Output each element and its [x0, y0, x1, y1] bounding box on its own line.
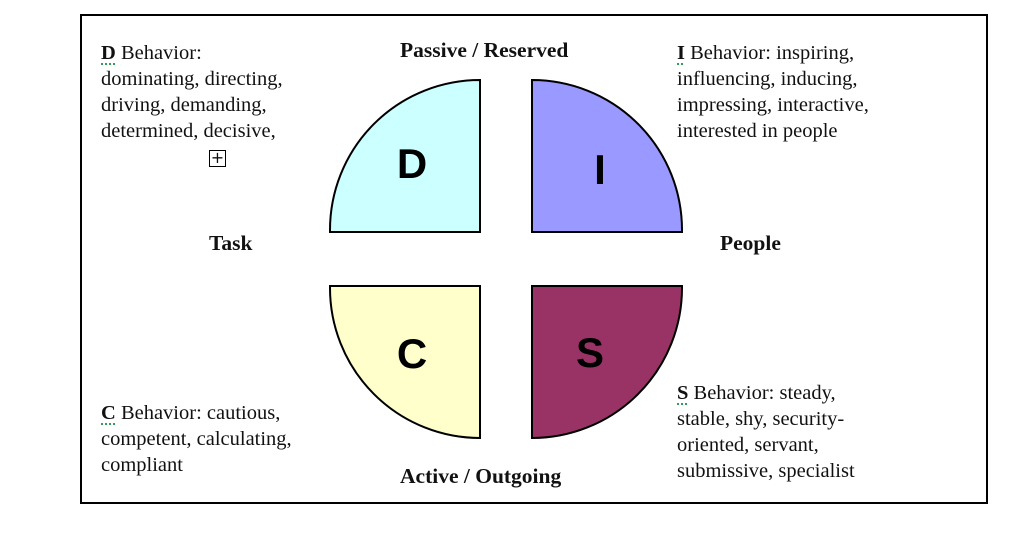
- s-behavior-line: submissive, specialist: [677, 460, 855, 482]
- quadrant-i-letter: I: [594, 146, 606, 193]
- i-behavior-line: influencing, inducing,: [677, 68, 858, 90]
- s-behavior-lead: S: [677, 382, 689, 404]
- c-behavior-line: compliant: [101, 454, 183, 476]
- i-behavior-line: impressing, interactive,: [677, 94, 869, 116]
- axis-top-label: Passive / Reserved: [400, 38, 569, 62]
- quadrant-d-letter: D: [397, 140, 427, 187]
- plus-square-icon[interactable]: +: [209, 148, 226, 167]
- quadrant-d: [329, 78, 481, 233]
- quadrant-s: [531, 285, 683, 440]
- c-behavior-description: C Behavior: cautious, competent, calcula…: [101, 400, 292, 478]
- d-behavior-description: D Behavior: dominating, directing, drivi…: [101, 40, 283, 144]
- i-behavior-description: I Behavior: inspiring, influencing, indu…: [677, 40, 869, 144]
- s-behavior-line: oriented, servant,: [677, 434, 819, 456]
- i-behavior-line: interested in people: [677, 120, 838, 142]
- quadrant-c: [329, 285, 481, 440]
- c-behavior-line: competent, calculating,: [101, 428, 292, 450]
- c-behavior-lead: C: [101, 402, 116, 424]
- quadrant-c-letter: C: [397, 330, 427, 377]
- axis-right-label: People: [720, 231, 781, 255]
- axis-bottom-label: Active / Outgoing: [400, 464, 562, 488]
- d-behavior-line: dominating, directing,: [101, 68, 283, 90]
- s-behavior-line: Behavior: steady,: [688, 382, 836, 404]
- d-behavior-line: determined, decisive,: [101, 120, 276, 142]
- d-behavior-line: driving, demanding,: [101, 94, 267, 116]
- quadrant-s-letter: S: [576, 329, 604, 376]
- s-behavior-description: S Behavior: steady, stable, shy, securit…: [677, 380, 855, 484]
- i-behavior-line: Behavior: inspiring,: [684, 42, 855, 64]
- d-behavior-lead: D: [101, 42, 116, 64]
- axis-left-label: Task: [209, 231, 253, 255]
- s-behavior-line: stable, shy, security-: [677, 408, 845, 430]
- i-behavior-lead: I: [677, 42, 685, 64]
- d-behavior-line: Behavior:: [115, 42, 202, 64]
- quadrant-i: [531, 78, 683, 233]
- c-behavior-line: Behavior: cautious,: [115, 402, 281, 424]
